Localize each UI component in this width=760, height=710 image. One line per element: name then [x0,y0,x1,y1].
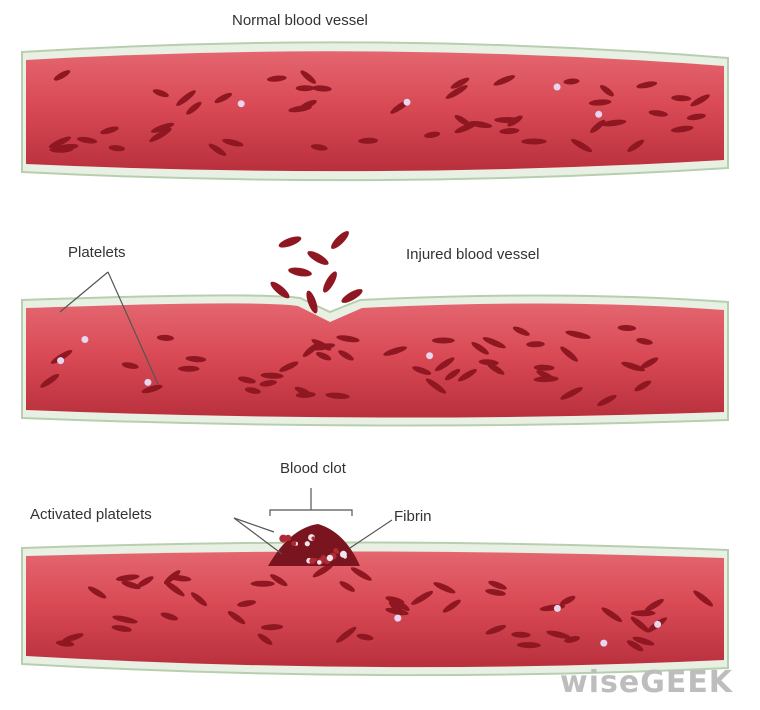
clotted-vessel [22,524,728,675]
platelet [554,605,561,612]
blood-clot-bracket [270,488,352,516]
clot-cell [336,550,339,553]
red-blood-cell [321,270,340,295]
normal-vessel [22,42,728,180]
platelet [654,621,661,628]
clot-cell [327,555,333,561]
platelet [238,100,245,107]
fibrin-label: Fibrin [394,508,432,525]
activated-platelets-leader-2 [234,518,274,532]
clot-cell [305,541,310,546]
clot-cell [285,535,291,541]
platelet [595,111,602,118]
red-blood-cell [178,366,199,372]
clot-cell [317,560,322,565]
normal-vessel-label: Normal blood vessel [232,12,368,29]
vessel-lumen [26,551,724,667]
red-blood-cell [251,581,275,587]
blood-clot-label: Blood clot [280,460,346,477]
platelet [57,357,64,364]
activated-platelets-label: Activated platelets [30,506,152,523]
clot-cell [311,537,315,541]
red-blood-cell [306,249,331,268]
vessel-lumen [26,303,724,417]
platelet [81,336,88,343]
platelet [394,615,401,622]
clot-cell [291,541,296,546]
clot-cell [340,551,347,558]
watermark-logo: wiseGEEK [560,665,733,700]
platelet [404,99,411,106]
red-blood-cell [329,229,352,252]
red-blood-cell [432,338,455,344]
clot-cell [309,558,315,564]
platelet [600,640,607,647]
platelet [426,352,433,359]
red-blood-cell [287,266,312,278]
platelets-label: Platelets [68,244,126,261]
platelet [554,84,561,91]
red-blood-cell [277,234,302,250]
vessel-lumen [26,51,724,171]
platelet [144,379,151,386]
injured-vessel [22,229,728,426]
injured-vessel-label: Injured blood vessel [406,246,539,263]
